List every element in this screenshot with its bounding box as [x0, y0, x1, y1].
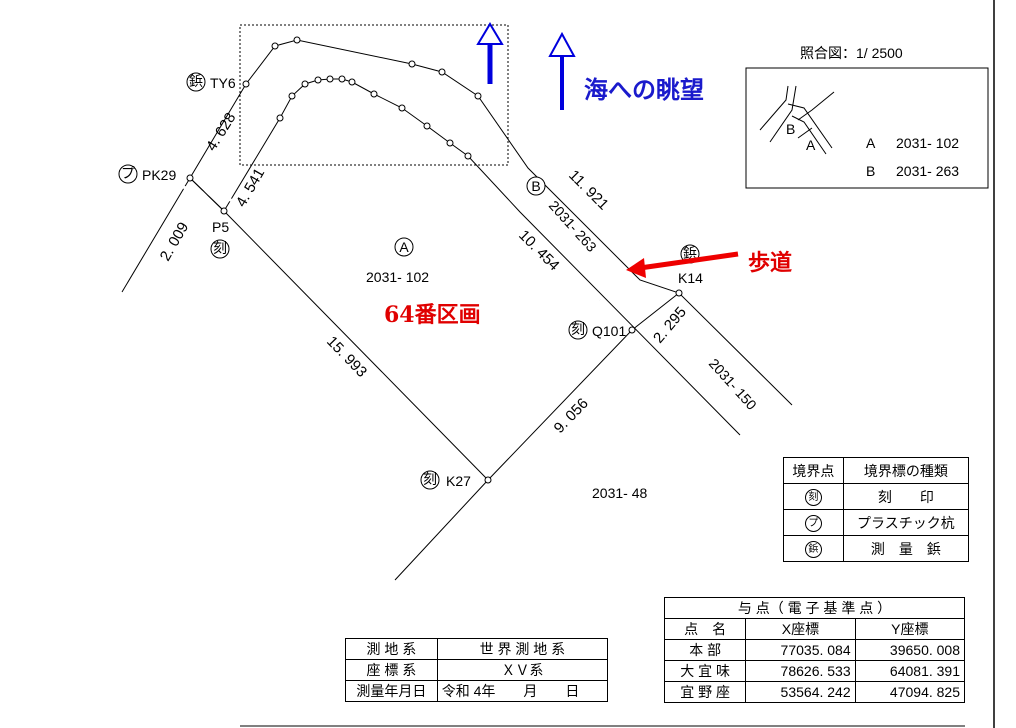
arrow-up-icon: [548, 31, 576, 57]
point-label-p5: P5: [212, 219, 229, 235]
point-label-ty6: TY6: [210, 75, 236, 91]
reference-header-y: Y座標: [854, 618, 966, 640]
reference-header-x: X座標: [745, 618, 856, 640]
distance-d1: 4. 628: [203, 110, 240, 154]
point-p5: P5 刻: [210, 219, 230, 259]
point-label-k14: K14: [678, 270, 703, 286]
legend-text-pu: プラスチック杭: [842, 509, 970, 536]
distance-d5: 10. 454: [515, 227, 562, 274]
legend-text-byou: 測 量 鋲: [842, 535, 970, 562]
inset-b-label: B: [866, 163, 875, 179]
legend-mark-byou: 鋲: [804, 541, 822, 558]
distance-d7: 15. 993: [323, 333, 370, 381]
inset-a-value: 2031- 102: [896, 135, 959, 151]
point-label-pk29: PK29: [142, 167, 176, 183]
legend-mark-koku: 刻: [804, 489, 822, 506]
inset-map: B A A 2031- 102 B 2031- 263: [745, 67, 989, 189]
mask-line: [119, 168, 601, 302]
mark-koku: 刻: [213, 240, 227, 256]
mark-pu: プ: [121, 165, 135, 181]
table-row: 大 宜 味 78626. 533 64081. 391: [663, 660, 966, 682]
point-label-k27: K27: [446, 473, 471, 489]
mark-koku: 刻: [423, 471, 437, 487]
survey-value-2: 令和 4年 月 日: [436, 680, 609, 702]
sidewalk-arrow: [626, 251, 739, 278]
inset-b-value: 2031- 263: [896, 163, 959, 179]
boundary-points: [186, 36, 683, 484]
point-ty6: 鋲 TY6: [186, 72, 236, 92]
table-row: 本 部 77035. 084 39650. 008: [663, 639, 966, 661]
parcel-48-number: 2031- 48: [592, 485, 647, 501]
arrow-left-icon: [626, 258, 646, 278]
legend-text-koku: 刻 印: [842, 483, 970, 510]
survey-label-1: 座 標 系: [345, 659, 438, 681]
distance-d2: 2. 009: [157, 219, 193, 264]
survey-table: 測 地 系 世 界 測 地 系 座 標 系 ＸＶ系 測量年月日 令和 4年 月 …: [345, 638, 609, 702]
arrow-up-icon: [476, 22, 504, 45]
survey-label-0: 測 地 系: [345, 638, 438, 660]
pk29-p5-line: [189, 177, 225, 212]
parcel-a-symbol: A: [399, 239, 409, 255]
legend-table: 境界点 境界標の種類 刻 刻 印 プ プラスチック杭 鋲 測 量 鋲: [783, 457, 970, 562]
reference-table: 与 点（ 電 子 基 準 点 ） 点 名 X座標 Y座標 本 部 77035. …: [663, 597, 966, 703]
point-label-q101: Q101: [592, 323, 626, 339]
reference-title: 与 点（ 電 子 基 準 点 ）: [664, 597, 965, 619]
view-arrows: [476, 22, 576, 110]
point-k14: 鋲 K14: [678, 244, 703, 286]
legend-mark-pu: プ: [804, 515, 822, 532]
parcel-150-number: 2031- 150: [706, 355, 760, 413]
mark-koku: 刻: [571, 321, 585, 337]
point-pk29: プ PK29: [118, 164, 176, 184]
mark-byou: 鋲: [683, 245, 697, 261]
reference-header-name: 点 名: [663, 618, 747, 640]
survey-value-1: ＸＶ系: [436, 659, 609, 681]
sidewalk-label: 歩道: [748, 250, 792, 276]
distance-d4: 11. 921: [565, 167, 612, 214]
survey-label-2: 測量年月日: [345, 680, 438, 702]
view-label: 海への眺望: [584, 75, 704, 104]
parcel-a: A 2031- 102: [366, 237, 429, 285]
inset-a-label: A: [866, 135, 876, 151]
legend-header-type: 境界標の種類: [842, 457, 970, 484]
survey-value-0: 世 界 測 地 系: [436, 638, 609, 660]
inset-b-marker: B: [786, 121, 795, 137]
point-q101: 刻 Q101: [568, 320, 626, 340]
inset-a-marker: A: [806, 137, 816, 153]
distance-d6: 2. 295: [650, 304, 690, 347]
block-label: 64番区画: [384, 302, 481, 328]
distance-d8: 9. 056: [551, 395, 592, 437]
point-k27: 刻 K27: [420, 470, 471, 490]
parcel-a-number: 2031- 102: [366, 269, 429, 285]
mark-byou: 鋲: [189, 73, 203, 89]
table-row: 宜 野 座 53564. 242 47094. 825: [663, 681, 966, 703]
parcel-b-symbol: B: [531, 178, 540, 194]
legend-header-point: 境界点: [783, 457, 844, 484]
scale-label: 照合図：1/ 2500: [800, 45, 903, 61]
